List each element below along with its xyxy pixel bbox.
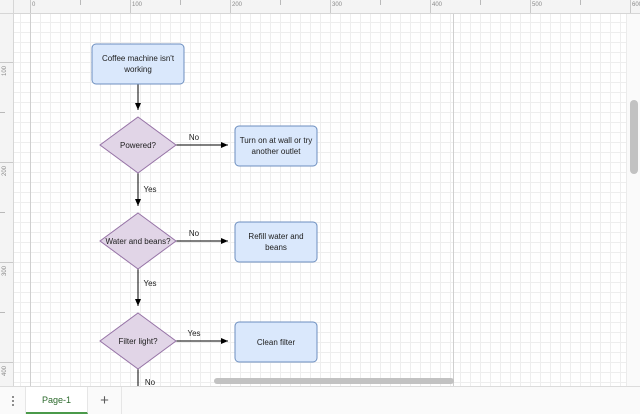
edge-label-powered-yes: Yes [143,185,156,194]
ruler-corner [0,0,14,14]
vertical-scrollbar[interactable] [626,14,640,386]
ruler-top-label-400: 400 [432,2,443,8]
ruler-left-label-100: 100 [2,65,8,76]
ruler-top-label-600: 600 [632,2,640,8]
edge-label-filter-no: No [145,378,156,386]
page-tab-bar: Page-1 + [0,386,640,414]
node-label-filter-light: Filter light? [118,337,158,346]
ruler-horizontal[interactable]: 0 100 200 300 400 500 600 [14,0,640,14]
node-label-line2: beans [265,243,287,252]
edge-label-powered-no: No [189,133,200,142]
vertical-dots-icon[interactable] [0,387,26,414]
edge-label-filter-yes: Yes [187,329,200,338]
node-filter-light-decision[interactable]: Filter light? [99,312,177,370]
edge-label-water-yes: Yes [143,279,156,288]
node-clean-filter[interactable]: Clean filter [234,321,318,363]
node-coffee-machine-not-working[interactable]: Coffee machine isn't working [91,43,185,85]
node-refill-water-and-beans[interactable]: Refill water and beans [234,221,318,263]
ruler-vertical[interactable]: 100 200 300 400 [0,14,14,386]
diagram-canvas[interactable]: Coffee machine isn't working Powered? Tu… [14,14,626,386]
add-page-button[interactable]: + [88,387,123,414]
vertical-scrollbar-thumb[interactable] [630,100,638,174]
tab-page-1[interactable]: Page-1 [26,387,89,414]
node-label-powered: Powered? [120,141,157,150]
horizontal-scrollbar-thumb[interactable] [214,378,454,384]
flowchart-svg[interactable]: Coffee machine isn't working Powered? Tu… [14,14,626,386]
node-label-clean-filter: Clean filter [257,338,296,347]
node-label-line1: Coffee machine isn't [102,54,175,63]
ruler-top-label-300: 300 [332,2,343,8]
ruler-left-label-400: 400 [2,365,8,376]
node-label-line1: Refill water and [248,232,303,241]
node-label-line2: another outlet [252,147,302,156]
edge-label-water-no: No [189,229,200,238]
ruler-top-label-500: 500 [532,2,543,8]
node-label-line1: Turn on at wall or try [240,136,313,145]
ruler-top-label-0: 0 [32,2,36,8]
vertical-dots-glyph [11,395,14,406]
horizontal-scrollbar[interactable] [14,376,626,386]
node-water-and-beans-decision[interactable]: Water and beans? [99,212,177,270]
node-turn-on-at-wall[interactable]: Turn on at wall or try another outlet [234,125,318,167]
ruler-left-label-200: 200 [2,165,8,176]
ruler-top-label-200: 200 [232,2,243,8]
node-powered-decision[interactable]: Powered? [99,116,177,174]
ruler-left-label-300: 300 [2,265,8,276]
node-label-water-and-beans: Water and beans? [105,237,171,246]
ruler-top-label-100: 100 [132,2,143,8]
node-label-line2: working [123,65,152,74]
